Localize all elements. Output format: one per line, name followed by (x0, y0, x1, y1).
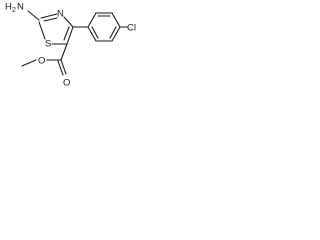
bond-c2-s1 (38, 21, 46, 40)
ring-s-label: S (45, 39, 51, 50)
carbonyl-o-label: O (63, 78, 70, 89)
bond-carbonyl-co-double (57, 60, 64, 76)
bond-c5-carbonyl-c (60, 43, 68, 61)
bond-c2-nh2 (27, 10, 40, 21)
phenyl-double-2 (109, 26, 117, 39)
bond-c4-n3 (63, 16, 74, 28)
structure-canvas: H 2 N S N O O Cl (0, 0, 142, 90)
bond-c5-c4 (66, 26, 74, 45)
amine-h-label: H (5, 2, 12, 13)
phenyl-bond-4 (111, 26, 121, 42)
phenyl-bond-3 (111, 12, 121, 28)
molecule-drawing: H 2 N S N O O Cl (5, 2, 136, 89)
bond-ester-o-methyl (21, 59, 37, 67)
bond-c5-c4-double (63, 26, 70, 41)
bond-n3-c2-double (43, 17, 58, 22)
bond-carbonyl-co (60, 59, 67, 75)
phenyl-bond-1 (87, 12, 97, 28)
amine-h-subscript: 2 (12, 7, 16, 14)
phenyl-bond-6 (87, 26, 97, 42)
chlorine-label: Cl (127, 23, 136, 34)
ring-n-label: N (57, 9, 64, 20)
amine-n-label: N (17, 2, 24, 13)
bond-n3-c2 (40, 13, 58, 19)
phenyl-double-3 (91, 26, 99, 39)
ester-o-label: O (38, 56, 45, 67)
